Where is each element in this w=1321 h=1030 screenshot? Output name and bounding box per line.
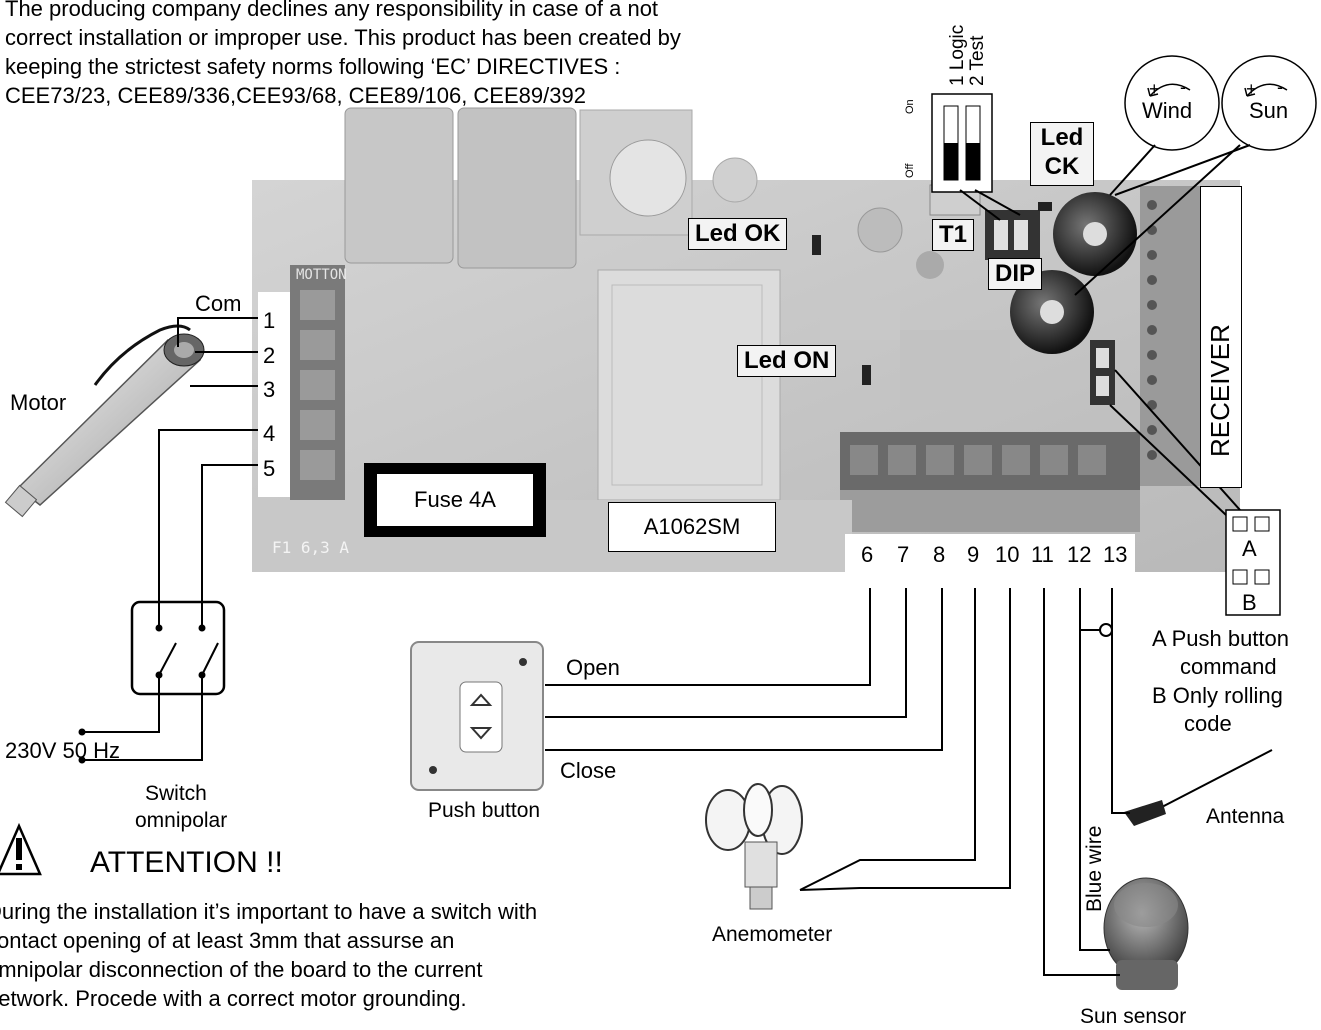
push-button-device-icon <box>410 641 544 791</box>
motor-tube-icon <box>4 324 205 518</box>
legend-b-line1: B Only rolling <box>1152 683 1283 708</box>
antenna-label: Antenna <box>1206 805 1285 828</box>
model-label: A1062SM <box>608 502 776 552</box>
receiver-module: RECEIVER <box>1200 186 1242 488</box>
motor-silkscreen: MOTTON <box>296 267 347 283</box>
sun-sensor-label: Sun sensor <box>1080 1005 1187 1028</box>
anemometer-icon <box>705 783 803 910</box>
led-on-label: Led ON <box>737 345 837 377</box>
dip-on-label: On <box>904 99 916 114</box>
fuse: Fuse 4A <box>364 463 546 537</box>
motor-label: Motor <box>10 390 67 415</box>
terminal-4: 4 <box>263 421 276 446</box>
bottom-terminal-strip: 6 7 8 9 10 11 12 13 <box>845 534 1135 588</box>
dip-switch-detail-icon <box>931 93 993 193</box>
wind-label: Wind <box>1142 98 1193 123</box>
led-ok-label: Led OK <box>688 218 788 250</box>
sun-dial-icon <box>1221 55 1317 151</box>
switch-label-line2: omnipolar <box>135 809 228 832</box>
terminal-12: 12 <box>1067 542 1092 567</box>
terminal-3: 3 <box>263 377 276 402</box>
sun-plus: + <box>1246 79 1257 99</box>
wiring-lines <box>82 144 1251 976</box>
dip-labels: 1 Logic 2 Test <box>947 24 988 86</box>
terminal-5: 5 <box>263 456 276 481</box>
terminal-10: 10 <box>995 542 1020 567</box>
wind-minus: - <box>1180 77 1186 97</box>
wind-dial-icon <box>1124 55 1220 151</box>
f1-silkscreen: F1 6,3 A <box>272 538 350 557</box>
t1-button-label: T1 <box>932 219 975 251</box>
push-button-label: Push button <box>428 799 541 822</box>
dip-label: DIP <box>988 258 1043 290</box>
terminal-2: 2 <box>263 343 276 368</box>
attention-title: ATTENTION !! <box>90 846 283 879</box>
jumper-a-label: A <box>1242 536 1257 561</box>
open-label: Open <box>566 655 620 680</box>
wind-plus: + <box>1149 79 1160 99</box>
terminal-8: 8 <box>933 542 946 567</box>
mains-label: 230V 50 Hz <box>5 738 120 763</box>
terminal-1: 1 <box>263 308 276 333</box>
legend-a-line1: A Push button <box>1152 626 1289 651</box>
terminal-6: 6 <box>861 542 874 567</box>
jumper-detail-icon <box>1225 509 1281 616</box>
terminal-7: 7 <box>897 542 910 567</box>
dip-off-label: Off <box>904 163 916 178</box>
blue-wire-label: Blue wire <box>1083 825 1106 912</box>
anemometer-label: Anemometer <box>712 923 833 946</box>
legend-b-line2: code <box>1184 711 1232 736</box>
intro-disclaimer: The producing company declines any respo… <box>5 0 681 108</box>
warning-icon <box>0 822 42 876</box>
com-label: Com <box>195 291 242 316</box>
terminal-11: 11 <box>1031 542 1054 567</box>
attention-body: During the installation it’s important t… <box>0 899 538 1011</box>
close-label: Close <box>560 758 617 783</box>
jumper-b-label: B <box>1242 590 1257 615</box>
sun-sensor-icon <box>1103 877 1189 990</box>
sun-label: Sun <box>1249 98 1289 123</box>
led-ck-label: Led CK <box>1030 122 1094 186</box>
terminal-13: 13 <box>1103 542 1128 567</box>
motor-terminal-strip: 1 2 3 4 5 <box>258 292 290 497</box>
sun-minus: - <box>1277 77 1283 97</box>
antenna-icon <box>1124 749 1273 826</box>
switch-label-line1: Switch <box>145 782 207 805</box>
terminal-9: 9 <box>967 542 980 567</box>
legend-a-line2: command <box>1180 654 1277 679</box>
